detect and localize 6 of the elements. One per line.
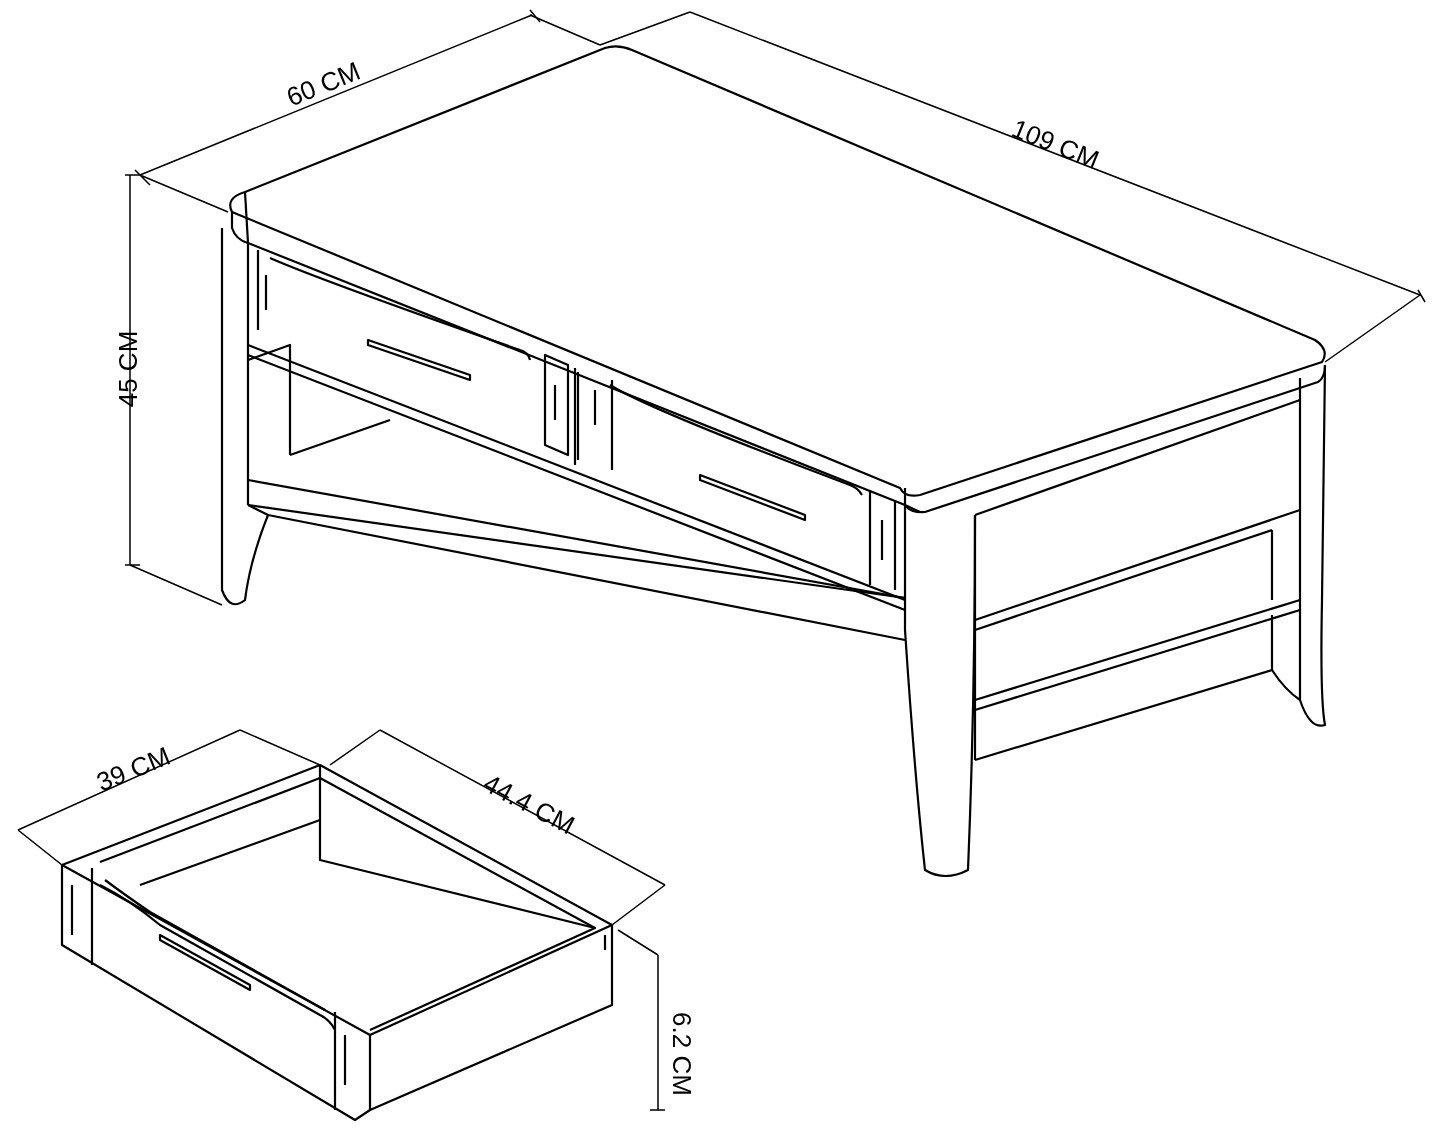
dimension-label: 60 CM bbox=[282, 56, 365, 112]
dimension-label: 39 CM bbox=[92, 741, 175, 797]
dimension-label: 44.4 CM bbox=[479, 768, 580, 840]
dimension-label: 6.2 CM bbox=[667, 1012, 696, 1096]
dimension-label: 45 CM bbox=[114, 330, 143, 408]
dimension-label: 109 CM bbox=[1008, 113, 1103, 175]
